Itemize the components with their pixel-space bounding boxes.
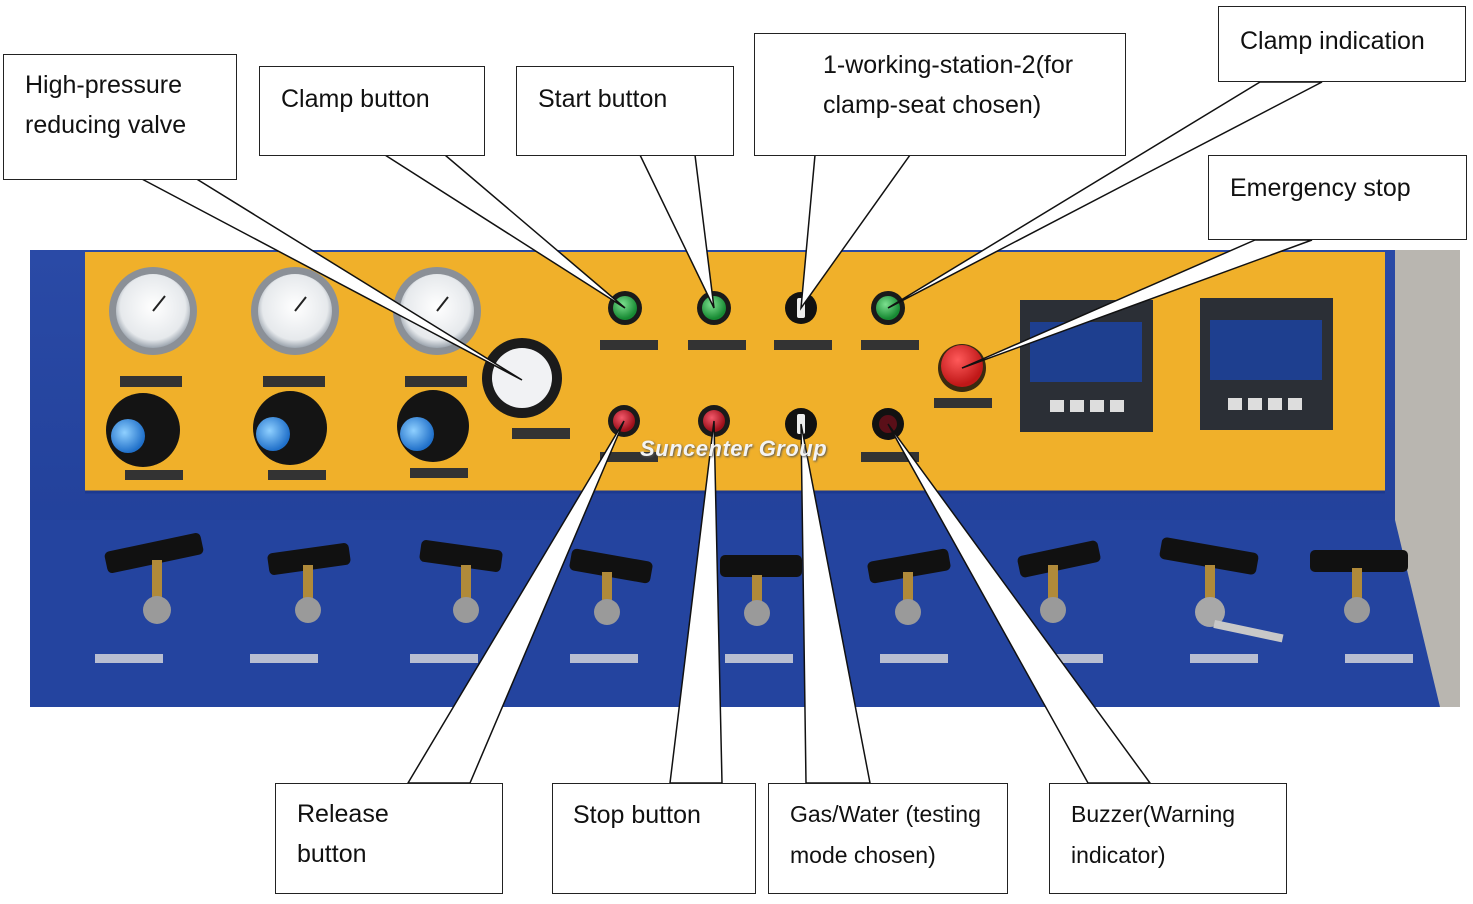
needle-valve <box>867 548 951 625</box>
nameplate <box>1035 654 1103 663</box>
callout-high-pressure-reducing-valve: High-pressure reducing valve <box>3 54 237 180</box>
nameplate <box>688 340 746 350</box>
pressure-gauge <box>251 267 339 355</box>
nameplate <box>600 340 658 350</box>
nameplate <box>250 654 318 663</box>
brand-watermark: Suncenter Group <box>640 436 828 461</box>
needle-valve <box>419 540 503 623</box>
pressure-gauge <box>109 267 197 355</box>
callout-buzzer: Buzzer(Warning indicator) <box>1049 783 1287 894</box>
nameplate <box>512 428 570 439</box>
needle-valve <box>104 532 204 624</box>
nameplate <box>774 340 832 350</box>
pointer-clamp-indication <box>887 81 1323 309</box>
nameplate <box>861 340 919 350</box>
pointer-emergency-stop <box>961 239 1313 369</box>
callout-stop-button: Stop button <box>552 783 756 894</box>
nameplate <box>410 468 468 478</box>
callout-working-station: 1-working-station-2(for clamp-seat chose… <box>754 33 1126 156</box>
callout-emergency-stop: Emergency stop <box>1208 155 1467 240</box>
callout-clamp-button: Clamp button <box>259 66 485 156</box>
nameplate <box>880 654 948 663</box>
nameplate <box>570 654 638 663</box>
nameplate <box>405 376 467 387</box>
nameplate <box>268 470 326 480</box>
regulator-knob <box>106 393 180 467</box>
needle-valve <box>720 555 802 626</box>
nameplate <box>95 654 163 663</box>
nameplate <box>263 376 325 387</box>
needle-valve <box>1159 537 1284 643</box>
regulator-knob <box>397 390 469 462</box>
needle-valve <box>569 548 653 625</box>
callout-start-button: Start button <box>516 66 734 156</box>
nameplate <box>725 654 793 663</box>
needle-valve <box>1310 550 1408 623</box>
nameplate <box>1345 654 1413 663</box>
nameplate <box>120 376 182 387</box>
callout-clamp-indication: Clamp indication <box>1218 6 1466 82</box>
cabinet-lower-front <box>30 520 1440 707</box>
pressure-gauge <box>393 267 481 355</box>
nameplate <box>410 654 478 663</box>
nameplate <box>861 452 919 462</box>
pressure-controller <box>1200 298 1333 430</box>
callout-gas-water: Gas/Water (testing mode chosen) <box>768 783 1008 894</box>
nameplate <box>600 452 658 462</box>
needle-valve <box>1017 540 1101 623</box>
callout-release-button: Release button <box>275 783 503 894</box>
nameplate <box>125 470 183 480</box>
nameplate <box>934 398 992 408</box>
regulator-knob <box>253 391 327 465</box>
reducing-valve-knob <box>482 338 562 418</box>
needle-valve <box>267 543 351 623</box>
nameplate <box>1190 654 1258 663</box>
